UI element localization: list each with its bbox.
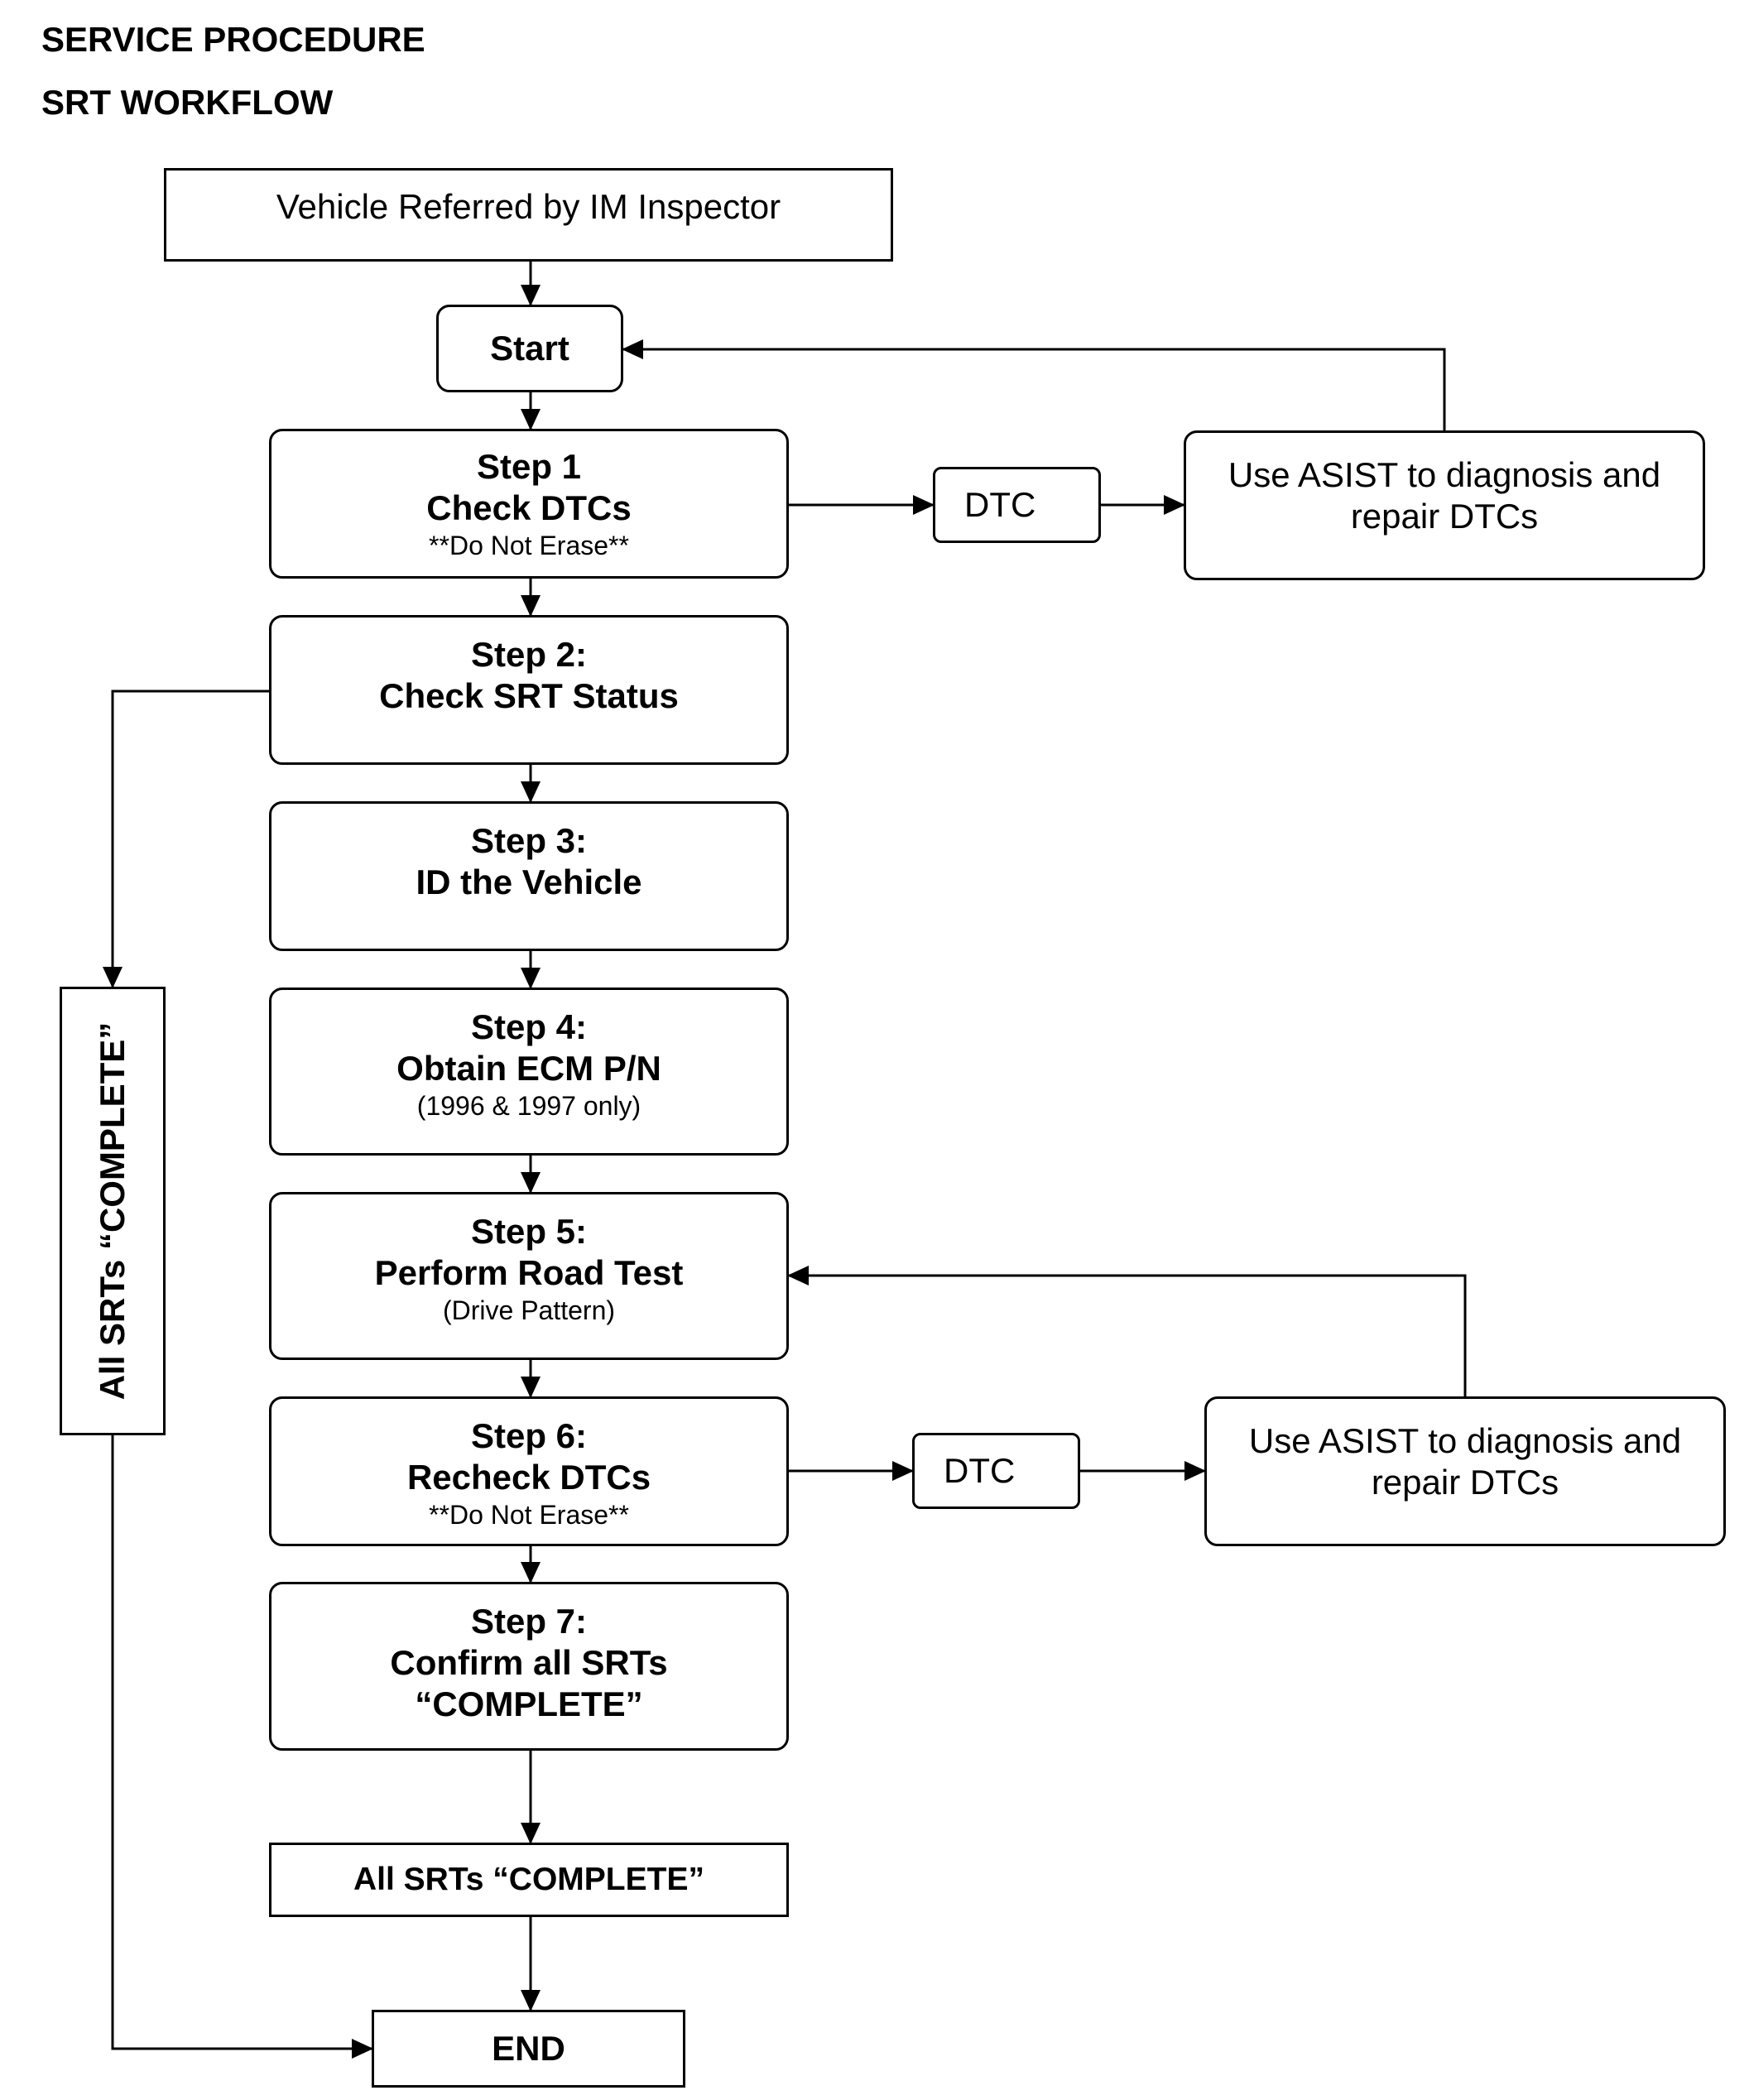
end-label: END [492, 2029, 565, 2068]
referral-label: Vehicle Referred by IM Inspector [276, 186, 781, 226]
step2-name: Check SRT Status [379, 676, 679, 715]
start-label: Start [490, 329, 569, 368]
dtc-lower-box: DTC [912, 1433, 1080, 1509]
step7-number: Step 7: [470, 1602, 588, 1641]
step3-box: Step 3: ID the Vehicle [269, 801, 789, 951]
step5-name: Perform Road Test [374, 1253, 684, 1292]
section-heading: SERVICE PROCEDURE [41, 20, 425, 59]
step3-number: Step 3: [470, 821, 588, 860]
step7-box: Step 7: Confirm all SRTs “COMPLETE” [269, 1582, 789, 1751]
step4-name: Obtain ECM P/N [396, 1049, 661, 1088]
side-complete-box: All SRTs “COMPLETE” [60, 987, 166, 1435]
asist-lower-line1: Use ASIST to diagnosis and [1248, 1421, 1682, 1460]
step1-number: Step 1 [476, 446, 582, 486]
asist-upper-line2: repair DTCs [1350, 497, 1539, 536]
step1-note: **Do Not Erase** [429, 530, 629, 560]
step5-note: (Drive Pattern) [442, 1295, 616, 1325]
step6-note: **Do Not Erase** [429, 1500, 629, 1530]
step5-box: Step 5: Perform Road Test (Drive Pattern… [269, 1192, 789, 1360]
step4-box: Step 4: Obtain ECM P/N (1996 & 1997 only… [269, 988, 789, 1156]
start-node: Start [436, 305, 623, 392]
loop-asist-to-start [622, 339, 1446, 430]
asist-upper-line1: Use ASIST to diagnosis and [1228, 455, 1661, 494]
arrow-side-complete-to-end [111, 1435, 373, 2059]
referral-box: Vehicle Referred by IM Inspector [164, 168, 893, 262]
all-complete-label: All SRTs “COMPLETE” [353, 1862, 704, 1897]
step7-name: Confirm all SRTs [390, 1643, 668, 1682]
page-title: SRT WORKFLOW [41, 83, 334, 122]
arrow-step2-to-side-complete [103, 690, 269, 988]
step6-number: Step 6: [470, 1416, 588, 1455]
step1-name: Check DTCs [426, 488, 632, 527]
all-complete-box: All SRTs “COMPLETE” [269, 1843, 789, 1917]
side-complete-label: All SRTs “COMPLETE” [93, 1021, 132, 1401]
end-node: END [372, 2010, 685, 2088]
step2-number: Step 2: [470, 635, 588, 674]
step6-name: Recheck DTCs [406, 1458, 651, 1497]
step1-box: Step 1 Check DTCs **Do Not Erase** [269, 429, 789, 579]
asist-lower-line2: repair DTCs [1371, 1463, 1559, 1502]
asist-upper-box: Use ASIST to diagnosis and repair DTCs [1184, 430, 1705, 580]
loop-asist-to-step5 [787, 1266, 1467, 1396]
step4-note: (1996 & 1997 only) [416, 1091, 641, 1121]
asist-lower-box: Use ASIST to diagnosis and repair DTCs [1204, 1396, 1726, 1546]
step2-box: Step 2: Check SRT Status [269, 615, 789, 765]
dtc-upper-box: DTC [933, 467, 1101, 543]
step5-number: Step 5: [470, 1212, 588, 1251]
dtc-lower-label: DTC [944, 1451, 1016, 1490]
dtc-upper-label: DTC [964, 485, 1036, 524]
step7-name-2: “COMPLETE” [415, 1684, 643, 1723]
step6-box: Step 6: Recheck DTCs **Do Not Erase** [269, 1396, 789, 1546]
step4-number: Step 4: [470, 1007, 588, 1046]
step3-name: ID the Vehicle [416, 863, 642, 901]
